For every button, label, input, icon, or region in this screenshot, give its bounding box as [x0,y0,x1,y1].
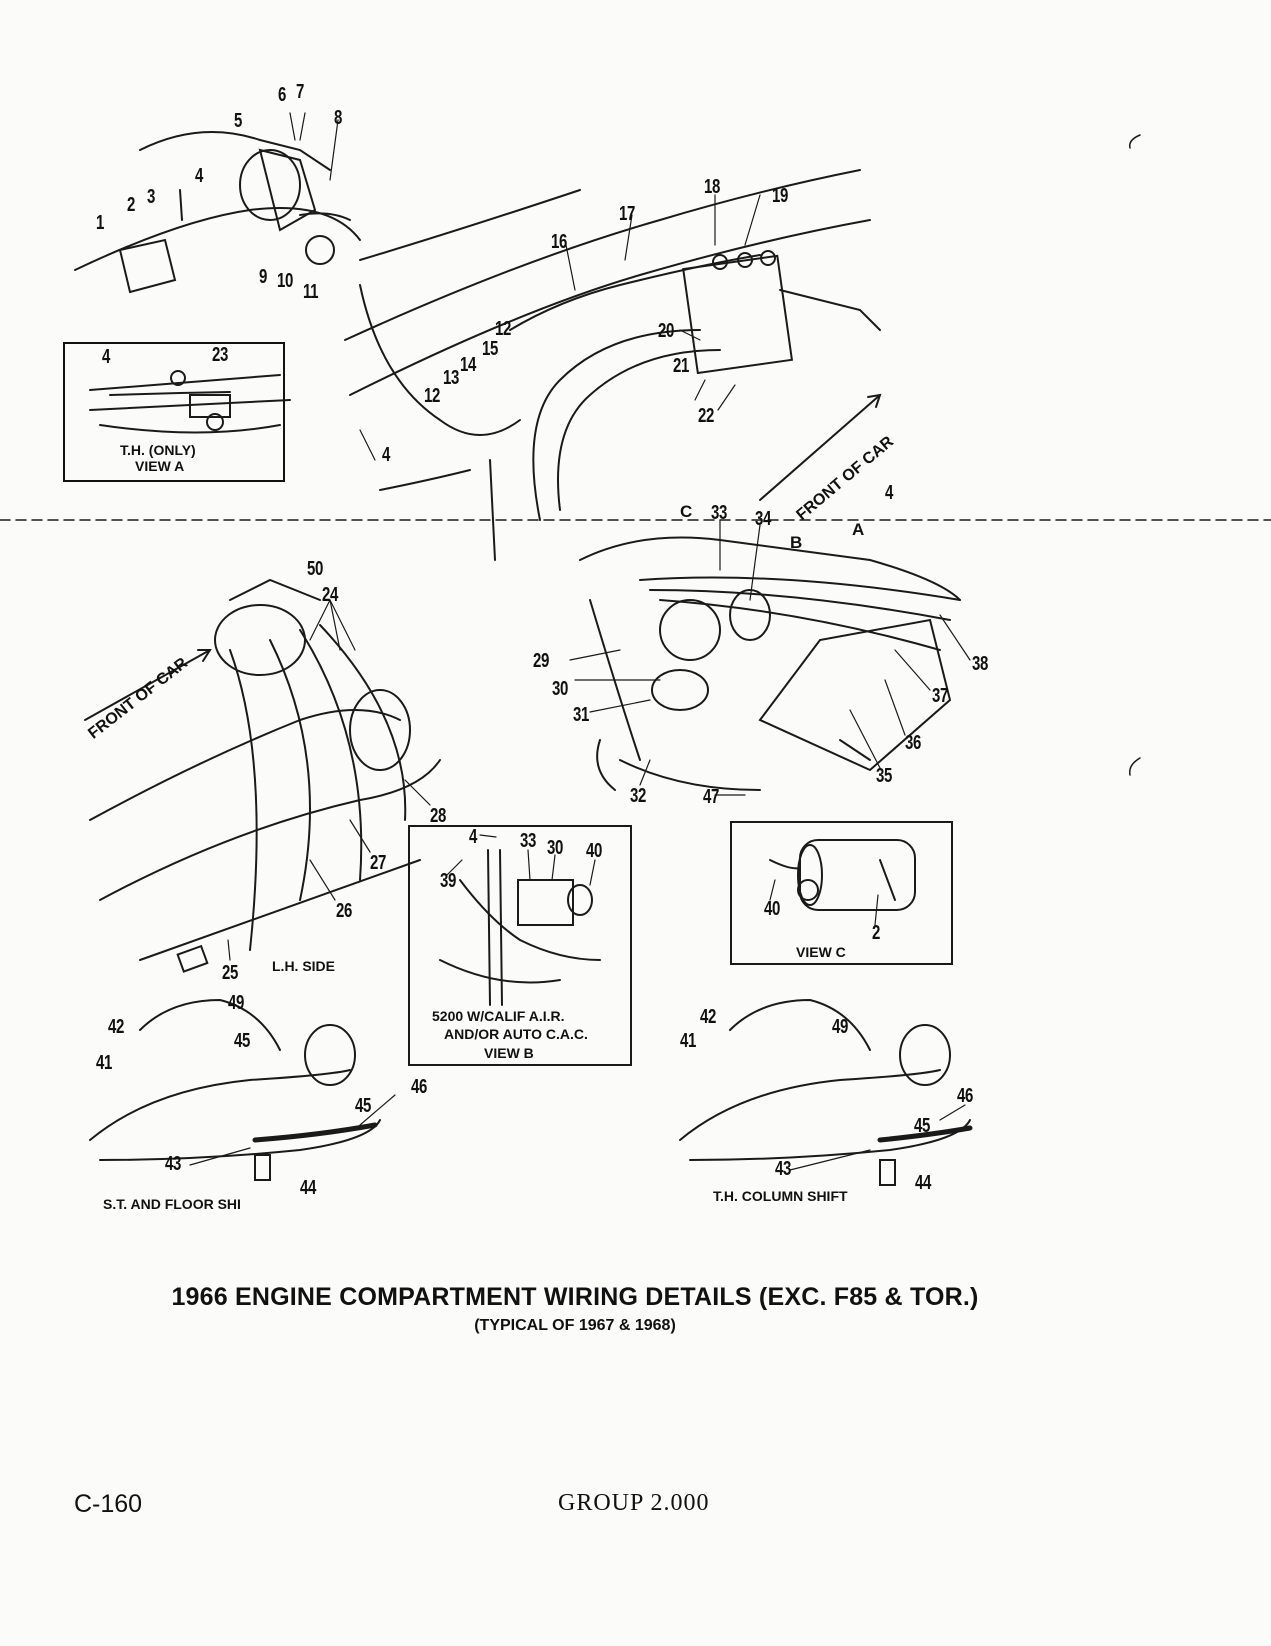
front-of-car-arrow-upper [759,394,881,501]
callout-2: 2 [127,194,135,216]
view-c-caption: VIEW C [796,944,846,960]
view-c-arrow-label: C [680,502,693,521]
view-b-caption-line2: AND/OR AUTO C.A.C. [444,1026,588,1042]
callout-46-th: 46 [957,1085,973,1107]
callout-8: 8 [334,107,342,129]
callout-21: 21 [673,355,689,377]
callout-50: 50 [307,558,323,580]
callout-5: 5 [234,110,242,132]
callout-1: 1 [96,212,104,234]
callout-22: 22 [698,405,714,427]
group-label: GROUP 2.000 [558,1490,710,1516]
callout-43-st: 43 [165,1153,181,1175]
view-a-caption-line1: T.H. (ONLY) [120,442,196,458]
callout-18: 18 [704,176,720,198]
callout-4-view-b: 4 [469,826,477,848]
figure-subtitle: (TYPICAL OF 1967 & 1968) [474,1317,676,1334]
callout-2-view-c: 2 [872,922,880,944]
view-b-frame [408,825,632,1066]
callout-46-st: 46 [411,1076,427,1098]
callout-19: 19 [772,185,788,207]
callout-43-th: 43 [775,1158,791,1180]
callout-16: 16 [551,231,567,253]
callout-44-st: 44 [300,1177,316,1199]
callout-7: 7 [296,81,304,103]
voltage-regulator-illustration [74,131,361,294]
callout-35: 35 [876,765,892,787]
callout-42-th: 42 [700,1006,716,1028]
view-b-arrow-label: B [790,533,803,552]
callout-20: 20 [658,320,674,342]
callout-42-st: 42 [108,1016,124,1038]
st-floor-shift-transmission-illustration [89,998,381,1181]
view-c-illustration [769,839,916,911]
callout-4-rh: 4 [885,482,893,504]
callout-12-lower: 12 [424,385,440,407]
callout-34: 34 [755,508,771,530]
callout-37: 37 [932,685,948,707]
callout-25: 25 [222,962,238,984]
callout-39: 39 [440,870,456,892]
callout-30: 30 [552,678,568,700]
callout-38: 38 [972,653,988,675]
callout-4: 4 [195,165,203,187]
callout-32: 32 [630,785,646,807]
callout-28: 28 [430,805,446,827]
callout-33-view-b: 33 [520,830,536,852]
callout-41-st: 41 [96,1052,112,1074]
view-b-caption-line3: VIEW B [484,1045,534,1061]
callout-27: 27 [370,852,386,874]
callout-45-st-upper: 45 [234,1030,250,1052]
lh-engine-illustration [89,578,441,973]
callout-17: 17 [619,203,635,225]
callout-4-view-a: 4 [102,346,110,368]
view-a-arrow-label: A [852,520,865,539]
st-floor-shift-caption: S.T. AND FLOOR SHI [103,1196,241,1212]
th-column-shift-transmission-illustration [679,998,973,1186]
callout-40-view-b: 40 [586,840,602,862]
callout-33: 33 [711,502,727,524]
callout-44-th: 44 [915,1172,931,1194]
lh-side-caption: L.H. SIDE [272,958,336,974]
view-b-caption-line1: 5200 W/CALIF A.I.R. [432,1008,565,1024]
callout-23: 23 [212,344,228,366]
callout-30-view-b: 30 [547,837,563,859]
view-a-illustration [89,370,291,434]
callout-36: 36 [905,732,921,754]
callout-6: 6 [278,84,286,106]
callout-11: 11 [303,281,319,303]
view-a-frame [63,342,285,482]
page-number: C-160 [74,1490,143,1518]
callout-45-th: 45 [914,1115,930,1137]
fender-harness-illustration [344,169,881,561]
callout-29: 29 [533,650,549,672]
callout-4-harness: 4 [382,444,390,466]
view-c-frame [730,821,953,965]
callout-13: 13 [443,367,459,389]
figure-title: 1966 ENGINE COMPARTMENT WIRING DETAILS (… [171,1283,979,1311]
callout-15: 15 [482,338,498,360]
callout-14: 14 [460,354,476,376]
callout-24: 24 [322,584,338,606]
callout-9: 9 [259,266,267,288]
callout-3: 3 [147,186,155,208]
callout-41-th: 41 [680,1030,696,1052]
callout-12-upper: 12 [495,318,511,340]
callout-26: 26 [336,900,352,922]
callout-49-st: 49 [228,992,244,1014]
callout-10: 10 [277,270,293,292]
rh-engine-illustration [579,536,961,791]
front-of-car-arrow-lower [84,649,211,721]
callout-45-st-lower: 45 [355,1095,371,1117]
view-a-caption-line2: VIEW A [135,458,185,474]
view-b-illustration [439,849,601,1006]
callout-40-view-c: 40 [764,898,780,920]
callout-49-th: 49 [832,1016,848,1038]
callout-31: 31 [573,704,589,726]
th-column-shift-caption: T.H. COLUMN SHIFT [713,1188,848,1204]
callout-47: 47 [703,786,719,808]
